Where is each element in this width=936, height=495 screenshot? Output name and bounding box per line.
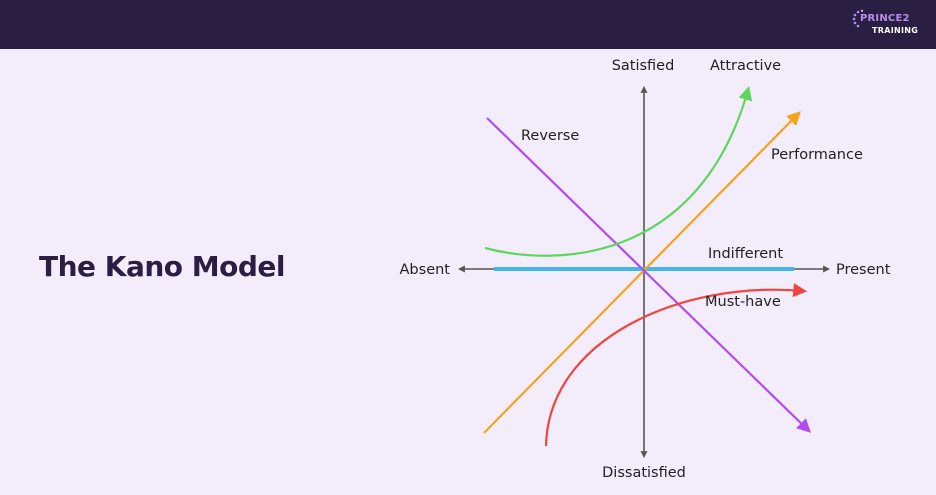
top-bar: PRINCE2 TRAINING [0, 0, 936, 49]
curve-label-performance: Performance [771, 147, 863, 163]
curve-label-reverse: Reverse [521, 128, 579, 144]
must-have-curve [544, 283, 808, 447]
logo-dots-icon [852, 9, 864, 28]
prince2-training-logo[interactable]: PRINCE2 TRAINING [852, 9, 922, 41]
page-title: The Kano Model [39, 250, 286, 283]
axis-label-dissatisfied: Dissatisfied [602, 465, 686, 481]
curve-label-attractive: Attractive [710, 58, 781, 74]
performance-line [483, 111, 801, 434]
axis-label-absent: Absent [400, 262, 451, 278]
reverse-line [486, 117, 812, 433]
axis-label-satisfied: Satisfied [612, 58, 675, 74]
attractive-curve [484, 85, 753, 257]
curve-label-indifferent: Indifferent [708, 246, 783, 262]
curve-label-must-have: Must-have [705, 294, 781, 310]
logo-text-prince2: PRINCE2 [860, 13, 910, 24]
axis-label-present: Present [836, 262, 891, 278]
logo-text-training: TRAINING [872, 26, 919, 35]
